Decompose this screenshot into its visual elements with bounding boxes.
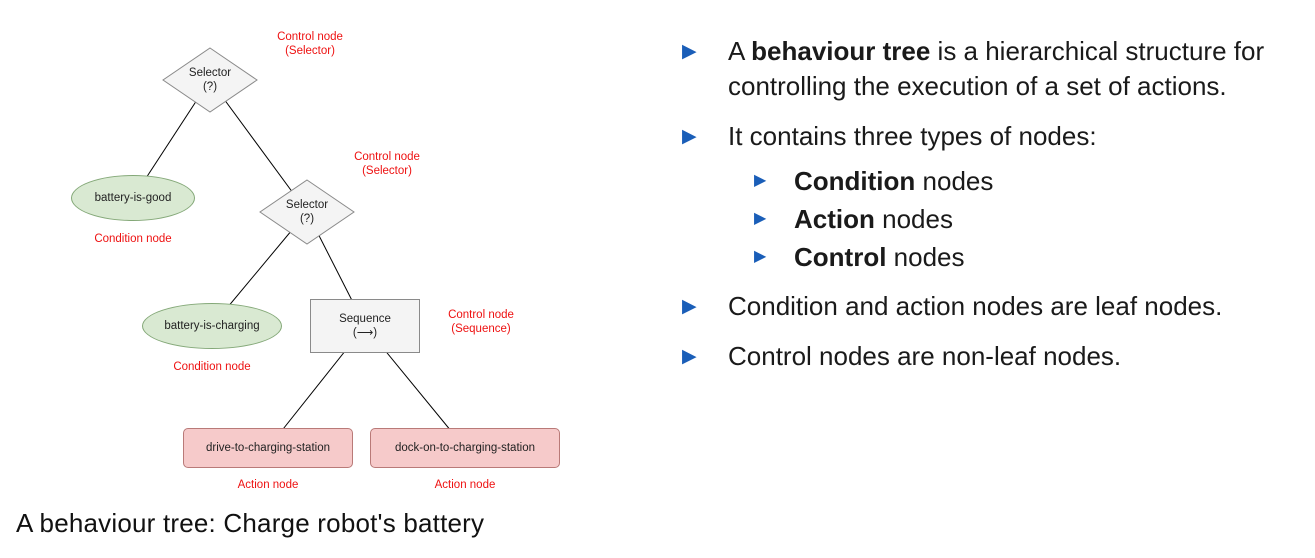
action-node-dock-on-to-charging-station: dock-on-to-charging-station	[370, 428, 560, 468]
selector-root-label: Selector (?)	[189, 66, 231, 94]
bullet-triangle-icon: ▶	[682, 296, 697, 317]
selector-node-2: Selector (?)	[259, 179, 355, 245]
condition-node-label-2: Condition node	[173, 361, 251, 373]
bullet-3-text: Condition and action nodes are leaf node…	[728, 291, 1223, 321]
bullet-triangle-icon: ▶	[682, 346, 697, 367]
sub-bullet-condition-bold: Condition	[794, 166, 916, 196]
bullet-item-4: ▶ Control nodes are non-leaf nodes.	[682, 339, 1307, 374]
control-label-2-line2: (Selector)	[362, 165, 412, 177]
sub-bullet-control-text: Control nodes	[794, 240, 965, 274]
control-label-1-line2: (Selector)	[285, 45, 335, 57]
bullet-item-1: ▶ A behaviour tree is a hierarchical str…	[682, 34, 1307, 104]
sub-bullet-action-bold: Action	[794, 204, 875, 234]
bullet-list: ▶ A behaviour tree is a hierarchical str…	[682, 34, 1307, 389]
diagram-caption: A behaviour tree: Charge robot's battery	[16, 508, 485, 538]
diamond-shape	[162, 47, 258, 113]
sub-bullet-action-post: nodes	[874, 204, 953, 234]
bullet-2-text: It contains three types of nodes:	[728, 121, 1097, 151]
bullet-4-text: Control nodes are non-leaf nodes.	[728, 341, 1122, 371]
battery-is-charging-label: battery-is-charging	[164, 320, 260, 332]
condition-node-battery-is-good: battery-is-good	[71, 175, 195, 221]
action-node-drive-to-charging-station: drive-to-charging-station	[183, 428, 353, 468]
sub-bullet-condition-text: Condition nodes	[794, 164, 993, 198]
node-types-sublist: ▶ Condition nodes ▶ Action nodes ▶ Contr…	[754, 164, 1307, 274]
battery-is-good-label: battery-is-good	[94, 192, 172, 204]
bullet-1-bold: behaviour tree	[751, 36, 931, 66]
bullet-1-pre: A	[728, 36, 752, 66]
sequence-line2: (⟶)	[352, 327, 378, 339]
sub-bullet-control: ▶ Control nodes	[754, 240, 1307, 274]
sub-bullet-triangle-icon: ▶	[754, 248, 767, 265]
dock-node-label: dock-on-to-charging-station	[395, 442, 535, 454]
sub-bullet-control-post: nodes	[886, 242, 965, 272]
bullet-item-2: ▶ It contains three types of nodes:	[682, 119, 1307, 154]
control-label-1-line1: Control node	[277, 31, 343, 43]
selector-root-line2: (?)	[202, 81, 218, 93]
selector-2-line2: (?)	[299, 213, 315, 225]
control-node-selector-label-1: Control node (Selector)	[245, 30, 375, 58]
tree-edges	[132, 79, 466, 449]
bullet-triangle-icon: ▶	[682, 126, 697, 147]
sub-bullet-condition: ▶ Condition nodes	[754, 164, 1307, 198]
control-sequence-line2: (Sequence)	[451, 323, 511, 335]
sub-bullet-action-text: Action nodes	[794, 202, 953, 236]
sub-bullet-control-bold: Control	[794, 242, 887, 272]
sequence-node: Sequence (⟶)	[310, 299, 420, 353]
drive-node-label: drive-to-charging-station	[205, 442, 330, 454]
selector-2-line1: Selector	[285, 199, 329, 211]
condition-node-label-1: Condition node	[94, 233, 172, 245]
selector-root-line1: Selector	[188, 67, 232, 79]
control-sequence-line1: Control node	[448, 309, 514, 321]
diamond-shape	[259, 179, 355, 245]
sub-bullet-condition-post: nodes	[915, 166, 994, 196]
selector-2-label: Selector (?)	[286, 198, 328, 226]
control-node-sequence-label: Control node (Sequence)	[426, 308, 536, 336]
bullet-item-3: ▶ Condition and action nodes are leaf no…	[682, 289, 1307, 324]
behaviour-tree-diagram: Selector (?) Control node (Selector) bat…	[16, 30, 560, 538]
sub-bullet-triangle-icon: ▶	[754, 210, 767, 227]
condition-node-battery-is-charging: battery-is-charging	[142, 303, 282, 349]
bullet-1-text: A behaviour tree is a hierarchical struc…	[728, 34, 1288, 104]
sub-bullet-action: ▶ Action nodes	[754, 202, 1307, 236]
control-label-2-line1: Control node	[354, 151, 420, 163]
selector-node-root: Selector (?)	[162, 47, 258, 113]
bullet-1-post: is a hierarchical structure for controll…	[728, 36, 1265, 101]
action-node-label-1: Action node	[237, 479, 299, 491]
control-node-selector-label-2: Control node (Selector)	[322, 150, 452, 178]
sequence-line1: Sequence	[339, 313, 391, 325]
sub-bullet-triangle-icon: ▶	[754, 172, 767, 189]
bullet-triangle-icon: ▶	[682, 41, 697, 62]
action-node-label-2: Action node	[434, 479, 496, 491]
